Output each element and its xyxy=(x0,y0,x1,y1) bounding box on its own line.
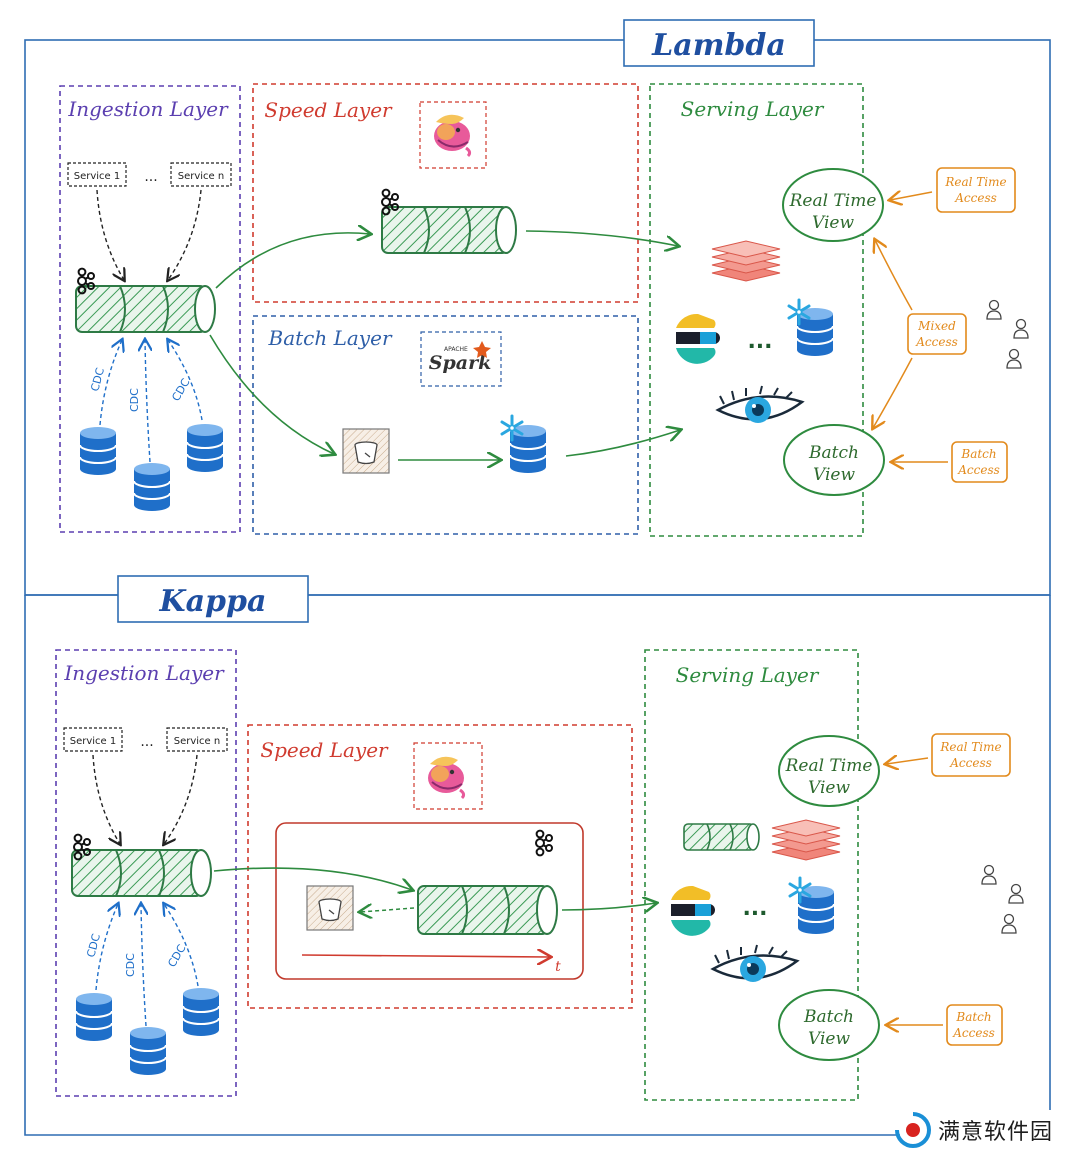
kappa-batch-view-label-1: Batch xyxy=(803,1007,854,1027)
kappa-access: Real Time Access Batch Access xyxy=(886,733,1024,1046)
lambda-ingestion-title: Ingestion Layer xyxy=(67,97,229,121)
realtime-view-node xyxy=(782,168,884,242)
lambda-batch-layer: Batch Layer APACHE Spark xyxy=(252,315,639,535)
lambda-access: Real Time Access Mixed Access Batch Acce… xyxy=(873,167,1029,483)
eye-icon xyxy=(711,943,799,984)
bucket-icon xyxy=(342,428,390,474)
batch-access-label-1: Batch xyxy=(960,447,996,461)
kappa-cdc-label-2: CDC xyxy=(124,953,137,977)
kappa-serving-ellipsis: ... xyxy=(742,896,767,921)
realtime-access-label-1: Real Time xyxy=(944,175,1006,189)
database-icon xyxy=(182,987,220,1037)
watermark-text: 满意软件园 xyxy=(938,1120,1054,1145)
user-icon xyxy=(1008,883,1024,904)
batch-view-label-2: View xyxy=(813,465,855,485)
lambda-flow-arrows xyxy=(209,231,680,460)
lambda-speed-layer: Speed Layer xyxy=(252,83,639,303)
mixed-access-label-1: Mixed xyxy=(917,319,956,333)
lambda-cdc-label-1: CDC xyxy=(88,366,107,393)
user-icon xyxy=(986,299,1002,320)
kappa-stream-storage-box xyxy=(275,822,584,980)
lambda-title-box xyxy=(623,19,815,67)
watermark: 满意软件园 xyxy=(894,1108,1074,1152)
database-icon xyxy=(509,424,547,474)
kappa-batch-access-label-1: Batch xyxy=(955,1010,991,1024)
kappa-serving-title: Serving Layer xyxy=(676,663,820,687)
lambda-ingestion-layer: Ingestion Layer Service 1 ... Service n … xyxy=(59,85,241,533)
kappa-batch-view-node xyxy=(778,989,880,1061)
realtime-view-label-1: Real Time xyxy=(789,191,877,211)
lambda-serving-title: Serving Layer xyxy=(681,97,825,121)
batch-access-label-2: Access xyxy=(957,463,1000,477)
kappa-section: Kappa Ingestion Layer Service 1 ... Serv… xyxy=(24,575,1051,1136)
kappa-realtime-access-label-2: Access xyxy=(949,756,992,770)
flink-icon xyxy=(432,113,472,158)
kafka-icon xyxy=(535,829,553,857)
elasticsearch-icon xyxy=(671,885,715,936)
spark-apache-label: APACHE xyxy=(444,346,468,353)
spark-logo: Spark xyxy=(429,352,492,374)
kappa-batch-access-label-2: Access xyxy=(952,1026,995,1040)
database-icon xyxy=(79,426,117,476)
kappa-serving-kafka-topic xyxy=(683,823,760,851)
kappa-realtime-view-node xyxy=(778,735,880,807)
realtime-access-label-2: Access xyxy=(954,191,997,205)
lambda-section: Lambda Ingestion Layer Service 1 ... Ser… xyxy=(24,19,1051,596)
elasticsearch-icon xyxy=(676,313,720,364)
lambda-service-n: Service n xyxy=(178,171,224,182)
kappa-speed-title: Speed Layer xyxy=(260,738,389,762)
user-icon xyxy=(1001,913,1017,934)
lambda-serving-layer: Serving Layer ... Real Time View Batch V… xyxy=(649,83,885,537)
lambda-batch-title: Batch Layer xyxy=(268,326,393,350)
kappa-title: Kappa xyxy=(159,584,267,619)
kappa-batch-view-label-2: View xyxy=(808,1029,850,1049)
lambda-speed-kafka-topic xyxy=(381,188,517,254)
user-icon xyxy=(1013,318,1029,339)
kappa-realtime-view-label-1: Real Time xyxy=(785,756,873,776)
kappa-time-axis-label: t xyxy=(555,959,561,975)
mixed-access-label-2: Access xyxy=(915,335,958,349)
kappa-realtime-access-label-1: Real Time xyxy=(939,740,1001,754)
layers-icon xyxy=(711,240,781,282)
realtime-view-label-2: View xyxy=(812,213,854,233)
user-icon xyxy=(981,864,997,885)
database-icon xyxy=(75,992,113,1042)
lambda-title: Lambda xyxy=(651,28,786,63)
kappa-flow-arrows xyxy=(213,867,656,910)
lambda-speed-title: Speed Layer xyxy=(264,98,393,122)
lambda-service-1: Service 1 xyxy=(74,171,121,182)
spark-star-icon xyxy=(473,341,491,358)
lambda-cdc-label-3: CDC xyxy=(169,376,192,403)
kappa-service-n: Service n xyxy=(174,736,220,747)
flink-icon xyxy=(426,755,466,800)
lambda-cdc-label-2: CDC xyxy=(128,388,141,412)
kappa-title-box xyxy=(117,575,309,623)
kappa-service-1: Service 1 xyxy=(70,736,117,747)
database-icon xyxy=(133,462,171,512)
kappa-speed-kafka-topic xyxy=(417,885,558,935)
batch-view-node xyxy=(783,424,885,496)
kappa-ingestion-title: Ingestion Layer xyxy=(63,661,225,685)
kappa-kafka-topic xyxy=(71,833,212,897)
kappa-serving-layer: Serving Layer Real Time View ... Batch V… xyxy=(644,649,880,1101)
layers-icon xyxy=(771,819,841,861)
kappa-service-ellipsis: ... xyxy=(140,734,153,750)
kappa-cdc-label-3: CDC xyxy=(165,942,188,969)
eye-icon xyxy=(716,384,804,425)
kappa-cdc-label-1: CDC xyxy=(84,932,103,959)
bucket-icon xyxy=(306,885,354,931)
kappa-realtime-view-label-2: View xyxy=(808,778,850,798)
watermark-logo-icon xyxy=(894,1111,931,1148)
database-icon xyxy=(186,423,224,473)
kappa-ingestion-layer: Ingestion Layer Service 1 ... Service n … xyxy=(55,649,237,1097)
user-icon xyxy=(1006,348,1022,369)
database-icon xyxy=(129,1026,167,1076)
kappa-speed-layer: Speed Layer t xyxy=(247,724,633,1009)
batch-view-label-1: Batch xyxy=(808,443,859,463)
lambda-serving-ellipsis: ... xyxy=(747,329,772,354)
lambda-kafka-topic xyxy=(75,267,216,333)
lambda-service-ellipsis: ... xyxy=(144,169,157,185)
